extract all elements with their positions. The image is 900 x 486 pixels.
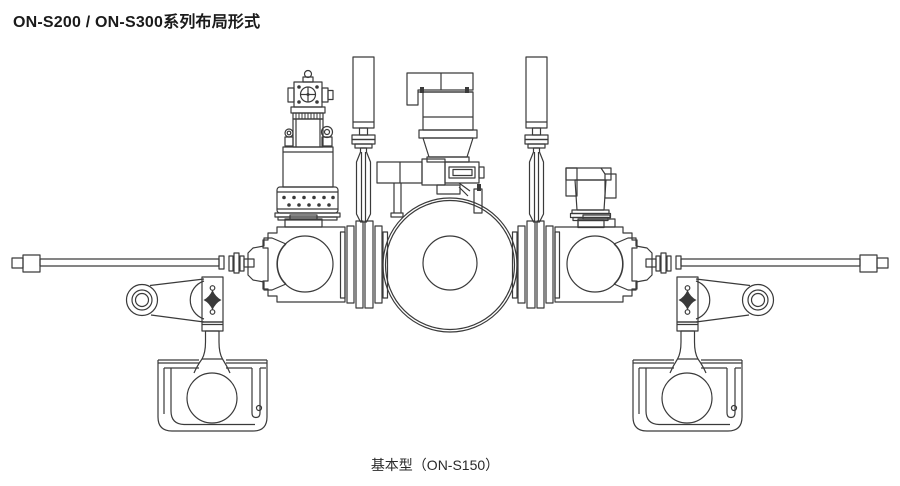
right-valve-block [511, 214, 653, 309]
right-tie-rod [645, 252, 889, 274]
page-title: ON-S200 / ON-S300系列布局形式 [13, 14, 261, 31]
left-gear-actuator [274, 69, 341, 221]
central-valve-body [382, 197, 518, 333]
central-top-actuator [406, 72, 478, 163]
figure-caption: 基本型（ON-S150） [370, 457, 500, 473]
right-transmitter [565, 167, 617, 229]
right-lever-arm [669, 276, 775, 374]
left-cylinder [351, 56, 376, 223]
left-tie-rod [11, 252, 255, 274]
left-cradle-bracket [157, 359, 268, 432]
left-lever-arm [125, 276, 231, 374]
right-cylinder [524, 56, 549, 223]
left-valve-block [247, 214, 389, 309]
central-beam [376, 158, 485, 218]
right-cradle-bracket [632, 359, 743, 432]
